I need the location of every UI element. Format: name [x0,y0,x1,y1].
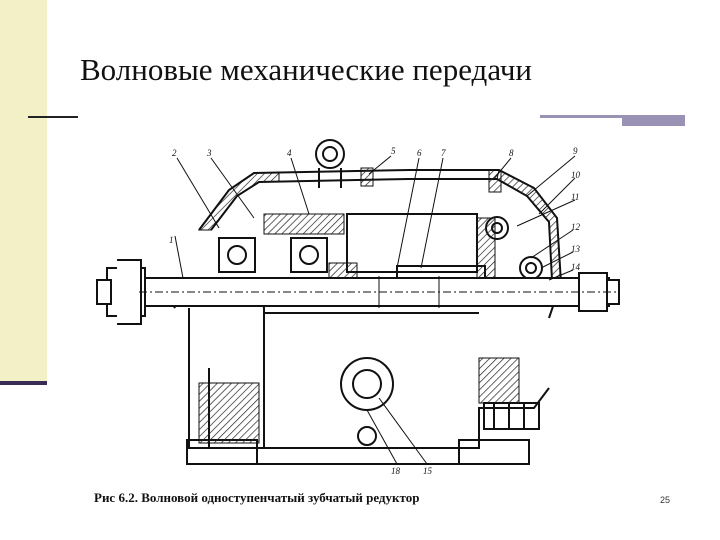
part-label-12: 12 [571,222,581,232]
part-label-2: 2 [172,148,177,158]
part-label-14: 14 [571,262,581,272]
part-label-8: 8 [509,148,514,158]
gearbox-drawing: 1 2 3 4 5 6 7 8 9 10 11 12 13 14 18 15 [79,118,622,521]
part-label-5: 5 [391,146,396,156]
title-rule-right-thick [612,118,685,126]
left-side-bar-underline [0,381,47,385]
title-rule-right-thin [540,115,685,118]
part-label-9: 9 [573,146,578,156]
part-label-1: 1 [169,235,174,245]
part-label-4: 4 [287,148,292,158]
part-label-13: 13 [571,244,581,254]
part-label-15: 15 [423,466,433,476]
title-rule-left [28,116,78,118]
part-label-7: 7 [441,148,446,158]
part-label-6: 6 [417,148,422,158]
figure-caption: Рис 6.2. Волновой одноступенчатый зубчат… [94,490,420,505]
part-label-3: 3 [206,148,212,158]
part-label-11: 11 [571,192,579,202]
left-side-bar [0,0,47,384]
page-number: 25 [660,495,671,505]
slide-title: Волновые механические передачи [80,52,533,87]
part-label-18: 18 [391,466,401,476]
part-label-10: 10 [571,170,581,180]
